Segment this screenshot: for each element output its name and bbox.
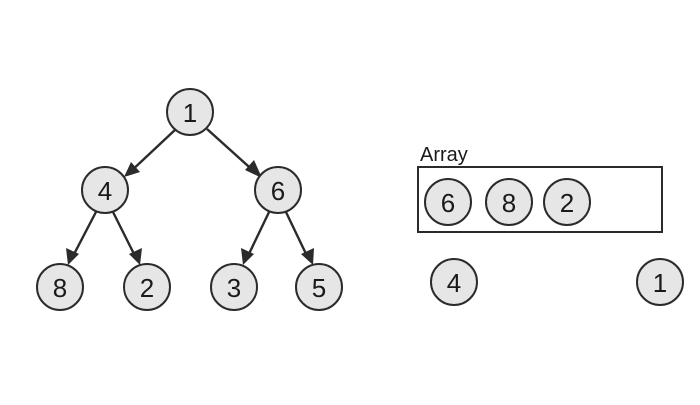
tree-node-label: 6 — [271, 176, 285, 206]
tree-node: 2 — [123, 263, 171, 311]
array-label: Array — [420, 144, 468, 166]
tree-nodes: 1 4 6 8 2 3 5 — [36, 88, 343, 311]
loose-node: 4 — [430, 258, 478, 306]
tree-node-label: 2 — [140, 273, 154, 303]
array-item: 8 — [485, 178, 533, 226]
array-item: 6 — [424, 178, 472, 226]
array-item-label: 2 — [560, 188, 574, 218]
tree-node: 6 — [254, 166, 302, 214]
tree-node-label: 3 — [227, 273, 241, 303]
tree-edges — [66, 128, 314, 265]
edge-6-3 — [245, 209, 272, 259]
tree-node-label: 1 — [183, 98, 197, 128]
tree-node: 5 — [295, 263, 343, 311]
array-item-label: 6 — [441, 188, 455, 218]
edge-4-8 — [70, 209, 99, 259]
arrowhead-6-3 — [241, 248, 254, 265]
arrowhead-4-8 — [66, 248, 79, 265]
edge-1-4 — [127, 128, 177, 175]
arrowhead-1-6 — [245, 160, 262, 178]
tree-node: 1 — [166, 88, 214, 136]
loose-nodes: 4 1 — [430, 258, 684, 306]
tree-node: 4 — [81, 166, 129, 214]
tree-node-label: 5 — [312, 273, 326, 303]
arrowhead-4-2 — [129, 248, 142, 265]
tree-node-label: 4 — [98, 176, 112, 206]
array-panel: Array 6 8 2 — [417, 144, 663, 233]
loose-node-label: 1 — [653, 268, 667, 298]
loose-node: 1 — [636, 258, 684, 306]
loose-node-label: 4 — [447, 268, 461, 298]
arrowhead-6-5 — [301, 248, 314, 265]
tree-node-label: 8 — [53, 273, 67, 303]
tree-node: 3 — [210, 263, 258, 311]
edge-4-2 — [110, 209, 138, 259]
array-item: 2 — [543, 178, 591, 226]
edge-6-5 — [283, 209, 310, 259]
tree-node: 8 — [36, 263, 84, 311]
arrowhead-1-4 — [124, 162, 140, 177]
array-item-label: 8 — [502, 188, 516, 218]
